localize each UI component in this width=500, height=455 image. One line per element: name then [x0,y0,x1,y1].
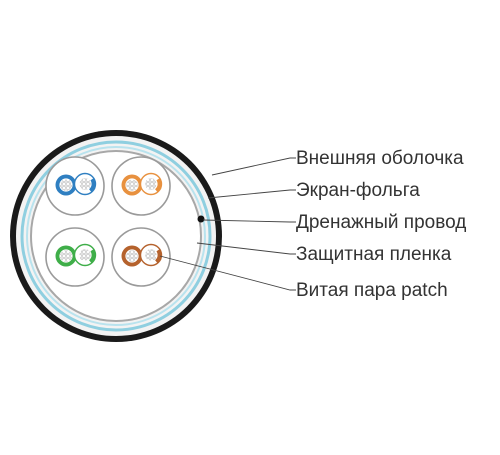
leader-drain-wire [202,219,296,223]
foil-screen [20,140,212,332]
leader-lines [159,157,296,291]
label-twisted-pair: Витая пара patch [296,280,448,301]
brown-pair-striped-strands [144,248,158,262]
leader-protective-film [196,242,296,255]
green-pair-striped-strands [78,248,92,262]
orange-pair [111,156,171,216]
twisted-pairs [45,156,171,287]
label-drain-wire: Дренажный провод [296,212,466,233]
blue-pair [45,156,105,216]
leader-twisted-pair [159,255,296,291]
green-pair-colored-strands [59,249,73,263]
label-foil-screen: Экран-фольга [296,180,420,201]
brown-pair-colored-strands [125,249,139,263]
blue-pair-striped-strands [78,177,92,191]
foil-screen-inner [26,146,206,326]
blue-pair-colored-strands [59,178,73,192]
green-pair [45,227,105,287]
label-outer-jacket: Внешняя оболочка [296,148,464,169]
leader-outer-jacket [211,157,296,176]
label-protective-film: Защитная пленка [296,244,452,265]
leader-foil-screen [207,189,296,199]
orange-pair-striped-strands [144,177,158,191]
drain-wire [197,215,205,223]
orange-pair-colored-strands [125,178,139,192]
brown-pair [111,227,171,287]
